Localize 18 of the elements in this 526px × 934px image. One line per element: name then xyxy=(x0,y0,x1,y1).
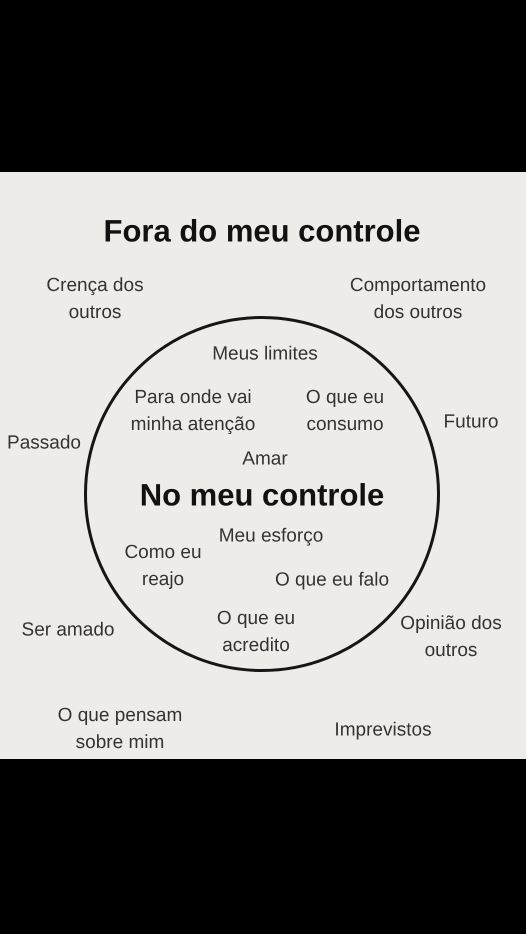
diagram-title: Fora do meu controle xyxy=(104,218,420,244)
outside-item-text: Imprevistos xyxy=(334,718,432,742)
outside-item-text: O que pensam sobre mim xyxy=(56,704,184,755)
outside-item-text: Passado xyxy=(7,432,81,456)
region-item-text: O que eu falo xyxy=(274,568,390,592)
outside-item-text: Opinião dos outros xyxy=(399,612,503,663)
region-item-text: Para onde vai minha atenção xyxy=(130,386,256,437)
outside-item-text: Crença dos outros xyxy=(45,274,145,325)
region-item-text: Meu esforço xyxy=(218,524,324,548)
region-item-text: Meus limites xyxy=(212,342,318,366)
outside-item-text: Comportamento dos outros xyxy=(348,274,488,325)
outside-item-text: Futuro xyxy=(444,410,498,434)
region-item-text: O que eu acredito xyxy=(216,607,296,658)
region-heading: No meu controle xyxy=(140,482,384,508)
region-item-text: Como eu reajo xyxy=(123,541,203,592)
outside-item-text: Ser amado xyxy=(22,618,114,642)
region-item-text: O que eu consumo xyxy=(304,386,386,437)
region-item-text: Amar xyxy=(242,448,288,472)
